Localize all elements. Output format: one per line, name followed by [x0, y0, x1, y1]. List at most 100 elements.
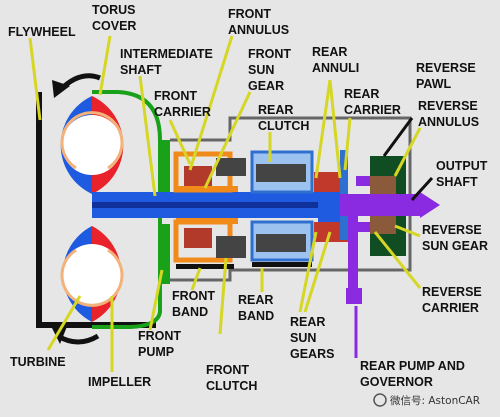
label-front-clutch-2: CLUTCH — [206, 379, 257, 393]
label-front-clutch-1: FRONT — [206, 363, 249, 377]
rear-pump-governor — [348, 216, 358, 292]
label-front-sun-gear-3: GEAR — [248, 79, 284, 93]
label-reverse-carrier-1: REVERSE — [422, 285, 482, 299]
label-rear-annuli-1: REAR — [312, 45, 347, 59]
label-rear-pump-governor-2: GOVERNOR — [360, 375, 433, 389]
label-front-carrier-1: FRONT — [154, 89, 197, 103]
label-rear-pump-governor-1: REAR PUMP AND — [360, 359, 465, 373]
flow-arrow-lower — [60, 248, 124, 307]
leader-output-shaft — [410, 176, 434, 202]
leader-front-carrier — [168, 119, 192, 165]
label-reverse-sun-gear-2: SUN GEAR — [422, 239, 488, 253]
leader-rear-annuli-2 — [328, 79, 342, 179]
label-reverse-annulus-1: REVERSE — [418, 99, 478, 113]
wechat-icon — [373, 393, 387, 407]
front-sun-lower — [176, 218, 238, 224]
front-clutch-upper — [216, 158, 246, 176]
label-reverse-sun-gear-1: REVERSE — [422, 223, 482, 237]
reverse-carrier-plate-lower — [356, 222, 370, 232]
torus-core-lower — [62, 244, 122, 304]
leader-reverse-pawl — [382, 117, 414, 157]
label-rear-clutch-1: REAR — [258, 103, 293, 117]
rear-pump-foot — [346, 288, 362, 304]
leader-rear-carrier — [343, 117, 352, 171]
label-front-annulus-1: FRONT — [228, 7, 271, 21]
label-rear-carrier-2: CARRIER — [344, 103, 401, 117]
label-rear-sun-gears-3: GEARS — [290, 347, 334, 361]
label-rear-band-1: REAR — [238, 293, 273, 307]
label-flywheel: FLYWHEEL — [8, 25, 76, 39]
front-sun-upper — [176, 186, 238, 192]
label-front-band-2: BAND — [172, 305, 208, 319]
leader-torus-cover — [98, 35, 112, 96]
rear-clutch-plates-upper — [256, 164, 306, 182]
label-rear-sun-gears-1: REAR — [290, 315, 325, 329]
label-rear-annuli-2: ANNULI — [312, 61, 359, 75]
torus-core-upper — [62, 115, 122, 175]
label-reverse-pawl-2: PAWL — [416, 77, 452, 91]
leader-flywheel — [28, 37, 42, 121]
leader-front-sun-gear — [203, 91, 252, 189]
flow-arrow-upper — [60, 111, 124, 170]
label-torus-cover-1: TORUS — [92, 3, 136, 17]
front-pump-lower — [160, 224, 170, 284]
label-front-annulus-2: ANNULUS — [228, 23, 289, 37]
leader-rear-sun-gears-1 — [298, 231, 318, 313]
rotation-arrowhead-bottom — [52, 324, 68, 344]
label-rear-sun-gears-2: SUN — [290, 331, 316, 345]
rear-annuli-lower — [314, 222, 348, 242]
leader-front-band — [190, 267, 202, 291]
leader-front-clutch — [218, 257, 228, 335]
watermark: 微信号: AstonCAR — [373, 393, 480, 407]
label-front-band-1: FRONT — [172, 289, 215, 303]
label-impeller: IMPELLER — [88, 375, 151, 389]
front-planet-lower — [184, 228, 212, 248]
label-rear-carrier-1: REAR — [344, 87, 379, 101]
leader-turbine — [46, 295, 82, 351]
rotation-arrowhead-top — [52, 80, 70, 98]
label-intermediate-shaft-1: INTERMEDIATE — [120, 47, 213, 61]
label-front-pump-2: PUMP — [138, 345, 174, 359]
label-front-pump-1: FRONT — [138, 329, 181, 343]
label-output-shaft-1: OUTPUT — [436, 159, 488, 173]
rear-carrier-block — [318, 192, 340, 222]
leader-rear-annuli-1 — [314, 79, 332, 179]
label-turbine: TURBINE — [10, 355, 66, 369]
label-reverse-carrier-2: CARRIER — [422, 301, 479, 315]
rotation-arrow-bottom — [56, 333, 100, 345]
leader-front-pump — [148, 269, 164, 331]
label-reverse-pawl-1: REVERSE — [416, 61, 476, 75]
leader-front-annulus — [188, 35, 234, 171]
label-reverse-annulus-2: ANNULUS — [418, 115, 479, 129]
reverse-gear-upper — [370, 176, 396, 194]
label-front-sun-gear-1: FRONT — [248, 47, 291, 61]
front-band-bar — [176, 264, 234, 269]
label-intermediate-shaft-2: SHAFT — [120, 63, 162, 77]
leader-rear-sun-gears-2 — [303, 231, 332, 313]
label-rear-band-2: BAND — [238, 309, 274, 323]
front-pump-upper — [160, 140, 170, 192]
label-rear-clutch-2: CLUTCH — [258, 119, 309, 133]
leader-reverse-carrier — [373, 231, 422, 289]
rear-clutch-plates-lower — [256, 234, 306, 252]
front-clutch-lower — [216, 236, 246, 258]
leader-lines — [28, 35, 422, 372]
front-planet-upper — [184, 166, 212, 186]
label-output-shaft-2: SHAFT — [436, 175, 478, 189]
output-shaft — [340, 194, 420, 216]
flywheel-plate — [36, 92, 42, 328]
reverse-gear-lower — [370, 216, 396, 234]
label-front-sun-gear-2: SUN — [248, 63, 274, 77]
leader-reverse-annulus — [393, 127, 422, 177]
label-front-carrier-2: CARRIER — [154, 105, 211, 119]
label-torus-cover-2: COVER — [92, 19, 136, 33]
shaft-centerline — [92, 202, 342, 208]
watermark-text: 微信号: AstonCAR — [390, 394, 480, 407]
leader-reverse-sun-gear — [394, 224, 421, 238]
reverse-carrier-plate — [356, 176, 370, 186]
leader-intermediate-shaft — [138, 75, 157, 197]
rear-band-bar — [252, 262, 312, 267]
output-shaft-tip — [420, 192, 440, 218]
